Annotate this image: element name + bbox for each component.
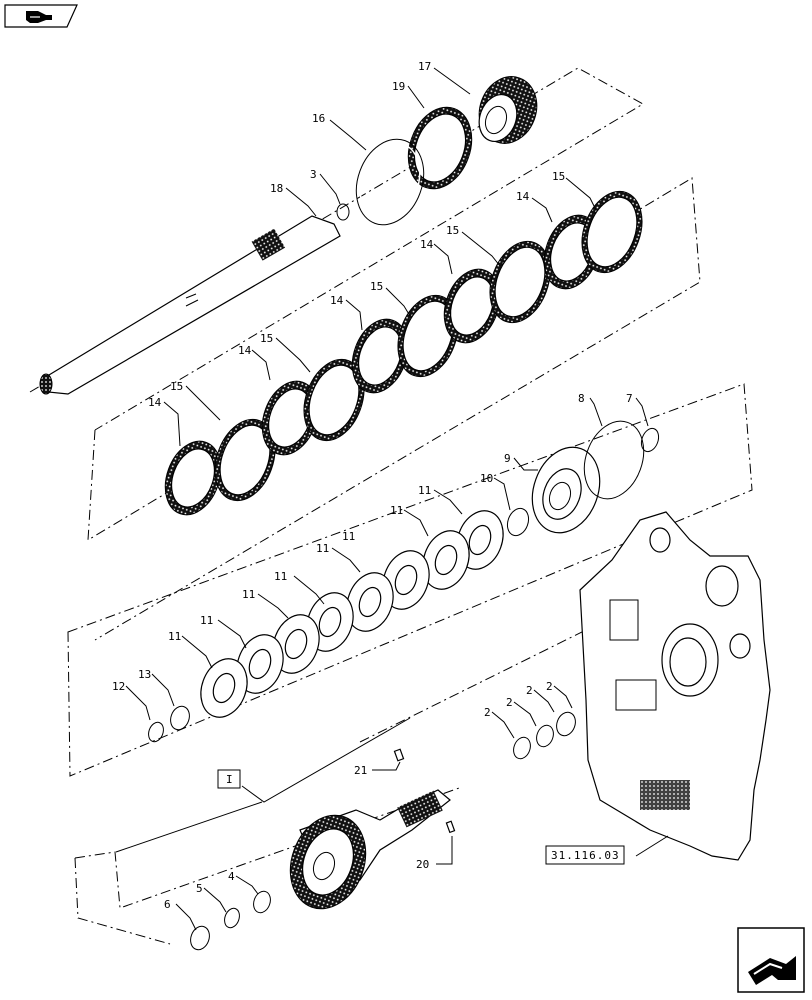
ring-part-3 (336, 203, 350, 221)
steel-disc-part-15b (489, 240, 551, 324)
label-11a: 11 (418, 484, 431, 497)
transmission-housing (579, 511, 771, 861)
friction-disc-part-14b (443, 268, 501, 344)
label-7: 7 (626, 392, 633, 405)
belleville-springs-part-11 (200, 510, 504, 718)
label-21: 21 (354, 764, 367, 777)
label-11d: 11 (342, 530, 355, 543)
friction-disc-part-19 (407, 106, 473, 190)
label-19: 19 (392, 80, 405, 93)
group-reference-label: I (226, 773, 234, 786)
back-button[interactable] (4, 4, 78, 28)
friction-disc-part-14c (351, 318, 409, 394)
seal-ring-part-10 (506, 507, 530, 537)
steel-disc-part-15a (581, 190, 643, 274)
seal-rings-part-2 (513, 711, 576, 760)
group-reference-box[interactable]: I (217, 769, 241, 789)
label-14d: 14 (238, 344, 252, 357)
next-page-button[interactable] (737, 927, 805, 993)
snap-ring-part-16 (355, 138, 425, 226)
hand-pointing-back-icon (26, 11, 52, 23)
callout-labels: 17 19 16 3 18 15 14 15 14 15 14 15 14 15… (112, 60, 633, 911)
label-11e: 11 (274, 570, 287, 583)
label-14b: 14 (420, 238, 434, 251)
seal-ring-part-8 (583, 420, 645, 500)
label-16: 16 (312, 112, 325, 125)
ring-part-13 (170, 705, 190, 731)
label-18: 18 (270, 182, 283, 195)
seal-ring-part-7 (640, 427, 660, 453)
label-11g: 11 (200, 614, 213, 627)
clutch-disc-pack (164, 190, 643, 516)
label-3: 3 (310, 168, 317, 181)
label-14c: 14 (330, 294, 344, 307)
steel-disc-part-15e (214, 418, 276, 502)
label-2d: 2 (546, 680, 553, 693)
pin-part-20 (445, 820, 456, 834)
label-15c: 15 (370, 280, 383, 293)
circlip-part-12 (148, 721, 164, 743)
label-15e: 15 (170, 380, 183, 393)
housing-reference-box[interactable]: 31.116.03 (545, 845, 625, 865)
label-6: 6 (164, 898, 171, 911)
label-8: 8 (578, 392, 585, 405)
piston-part-9 (531, 446, 601, 534)
label-2b: 2 (506, 696, 513, 709)
circlip-part-6 (190, 925, 210, 951)
ring-part-5 (224, 907, 240, 929)
label-5: 5 (196, 882, 203, 895)
label-11c: 11 (316, 542, 329, 555)
label-15a: 15 (552, 170, 565, 183)
housing-reference-label: 31.116.03 (551, 849, 620, 862)
friction-disc-part-14e (164, 440, 222, 516)
page-forward-arrow-icon (748, 956, 796, 985)
label-4: 4 (228, 870, 235, 883)
label-2c: 2 (526, 684, 533, 697)
label-17: 17 (418, 60, 431, 73)
label-10: 10 (480, 472, 493, 485)
pin-part-21 (393, 748, 405, 762)
label-11f: 11 (242, 588, 255, 601)
label-15b: 15 (446, 224, 459, 237)
steel-disc-part-15c (397, 294, 459, 378)
label-11h: 11 (168, 630, 181, 643)
gear-part-17 (478, 76, 538, 144)
label-14a: 14 (516, 190, 530, 203)
label-14e: 14 (148, 396, 162, 409)
clutch-drum-part (289, 789, 451, 910)
ring-part-4 (253, 890, 271, 914)
label-12: 12 (112, 680, 125, 693)
assembly-boundaries (29, 67, 753, 945)
steel-disc-part-15d (303, 358, 365, 442)
label-15d: 15 (260, 332, 273, 345)
label-9: 9 (504, 452, 511, 465)
main-shaft-part-18 (39, 215, 341, 395)
label-20: 20 (416, 858, 429, 871)
label-13: 13 (138, 668, 151, 681)
label-11b: 11 (390, 504, 403, 517)
leader-lines (115, 67, 669, 931)
label-2a: 2 (484, 706, 491, 719)
